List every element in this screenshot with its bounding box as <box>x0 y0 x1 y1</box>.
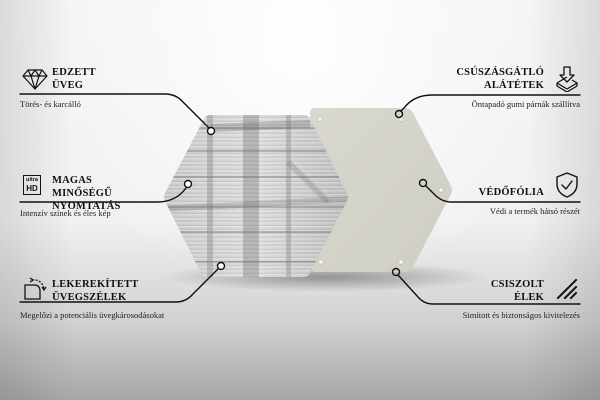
feature-title-line1: MAGAS MINŐSÉGŰ <box>52 175 112 199</box>
feature-title-line1: CSÚSZÁSGÁTLÓ <box>456 67 544 78</box>
feature-title-line2: NYOMTATÁS <box>52 201 121 212</box>
non-slip-pad-icon <box>554 66 580 97</box>
feature-description: Intenzív színek és éles kép <box>20 208 111 218</box>
feature-description: Törés- és karcálló <box>20 99 81 109</box>
polished-edges-icon <box>556 278 578 305</box>
diamond-icon <box>22 68 48 95</box>
connector-lekerekitett <box>19 267 220 303</box>
marker-dot <box>391 267 401 277</box>
feature-description: Megelőzi a potenciális üvegkárosodásokat <box>20 310 165 320</box>
marker-dot <box>418 178 428 188</box>
feature-description: Védi a termék hátsó részét <box>489 206 580 216</box>
wood-hexagon <box>164 115 348 277</box>
ultra-hd-icon-bottom: HD <box>26 184 38 193</box>
feature-title-line1: CSISZOLT <box>490 279 544 290</box>
feature-title-line2: ÜVEGSZÉLEK <box>52 292 127 303</box>
connector-csiszolt <box>397 274 581 305</box>
feature-description: Simított és biztonságos kivitelezés <box>462 310 580 320</box>
connector-vedofolia <box>425 185 581 203</box>
feature-title-line2: ÜVEG <box>52 80 84 91</box>
shield-check-icon <box>556 172 578 203</box>
connector-edzett <box>19 93 210 129</box>
feature-title-line2: ÉLEK <box>514 292 544 303</box>
connector-magas <box>19 187 187 203</box>
rounded-corner-icon <box>22 276 48 305</box>
connector-csuszasgatlo <box>400 94 581 112</box>
feature-title-line1: LEKEREKÍTETT <box>52 279 139 290</box>
feature-description: Öntapadó gumi párnák szállítva <box>471 99 580 109</box>
back-hexagon <box>310 108 452 272</box>
marker-dot <box>206 126 216 136</box>
feature-title-line1: VÉDŐFÓLIA <box>478 187 544 198</box>
marker-dot <box>183 179 193 189</box>
marker-dot <box>394 109 404 119</box>
feature-title-line1: EDZETT <box>52 67 96 78</box>
ultra-hd-icon: ultra HD <box>23 175 41 195</box>
feature-title-line2: ALÁTÉTEK <box>484 80 544 91</box>
ultra-hd-icon-top: ultra <box>26 177 38 183</box>
marker-dot <box>216 261 226 271</box>
